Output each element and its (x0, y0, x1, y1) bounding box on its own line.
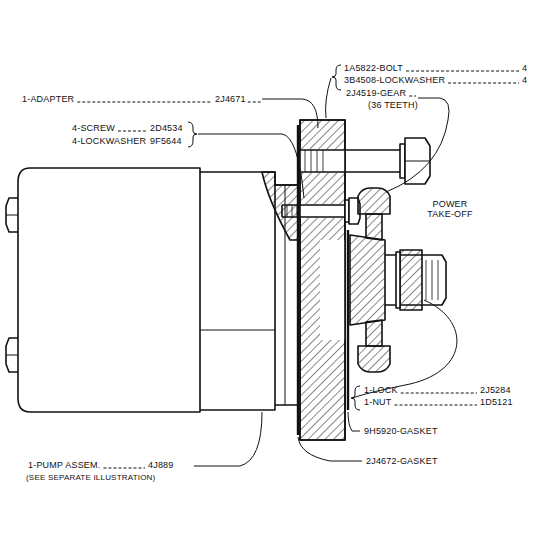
gear-rim (358, 188, 390, 214)
leader-lines (188, 65, 457, 466)
part-label: 2J4671 (215, 94, 246, 104)
pump-line (200, 330, 275, 331)
leader-line (352, 300, 457, 398)
leader-line (326, 78, 331, 118)
leader-line (262, 99, 318, 128)
bolt-head (405, 138, 430, 184)
leader-line (386, 98, 449, 192)
part-label: (36 TEETH) (368, 100, 418, 110)
bolt-hole (300, 149, 345, 173)
leader-line (194, 412, 262, 466)
dash-fill (448, 83, 519, 84)
part-label: 4 (522, 75, 527, 85)
lock (396, 252, 400, 308)
part-label: 2J4519-GEAR (346, 88, 406, 98)
dash-fill (401, 393, 477, 394)
screw-hole (300, 204, 345, 218)
leader-line (298, 437, 362, 461)
nut (400, 250, 422, 310)
part-label: 1D5121 (480, 397, 513, 407)
gear-web (366, 214, 382, 240)
part-label: 1-NUT (364, 397, 392, 407)
gear-web (366, 320, 382, 346)
part-label: 4-LOCKWASHER (72, 136, 146, 146)
gear-hub (350, 235, 385, 325)
bolt (300, 150, 404, 172)
bracket (332, 65, 341, 90)
part-label: 4-SCREW (72, 123, 115, 133)
bolt-head (405, 161, 430, 162)
part-label: 2J5284 (480, 385, 511, 395)
gear-rim (358, 346, 390, 372)
screw-threads (287, 205, 297, 217)
shaft-splines (426, 260, 438, 300)
part-label: 2J4672-GASKET (366, 456, 438, 466)
adapter-outline (300, 120, 345, 440)
pump-bolt-head (6, 338, 18, 372)
screw (282, 205, 345, 217)
bracket (188, 122, 197, 147)
pump-bolt-head (6, 215, 18, 216)
part-label: 2D4534 (150, 123, 183, 133)
pump-body (18, 168, 200, 412)
bolt-threads (305, 150, 323, 172)
dash-fill (118, 131, 147, 132)
part-label: 4J889 (148, 460, 174, 470)
part-label: 9H5920-GASKET (364, 426, 438, 436)
pump-bolt-head (6, 198, 18, 232)
part-label: 1A5822-BOLT (344, 63, 403, 73)
dash-fill (103, 468, 145, 469)
leader-line (348, 412, 360, 431)
bore (320, 240, 345, 340)
part-label: 1-ADAPTER (22, 94, 74, 104)
leader-line (198, 134, 304, 198)
dash-fill (77, 102, 212, 103)
part-label: (SEE SEPARATE ILLUSTRATION) (26, 473, 155, 482)
dash-fill (406, 71, 519, 72)
part-label: 9F5644 (150, 136, 182, 146)
dash-fill (395, 405, 478, 406)
part-label: 1-LOCK (364, 385, 398, 395)
pump-section (262, 172, 298, 240)
dash-fill (409, 96, 416, 97)
part-label: 1-PUMP ASSEM. (28, 460, 100, 470)
pump-bolt-head (6, 355, 18, 356)
pump-cover (200, 172, 275, 410)
part-label: POWER TAKE-OFF (420, 199, 480, 219)
part-label: 4 (522, 63, 527, 73)
adapter (300, 120, 345, 440)
dash-fill (248, 102, 262, 103)
gasket (347, 230, 349, 410)
part-label: 3B4508-LOCKWASHER (344, 75, 445, 85)
gasket (297, 125, 299, 435)
